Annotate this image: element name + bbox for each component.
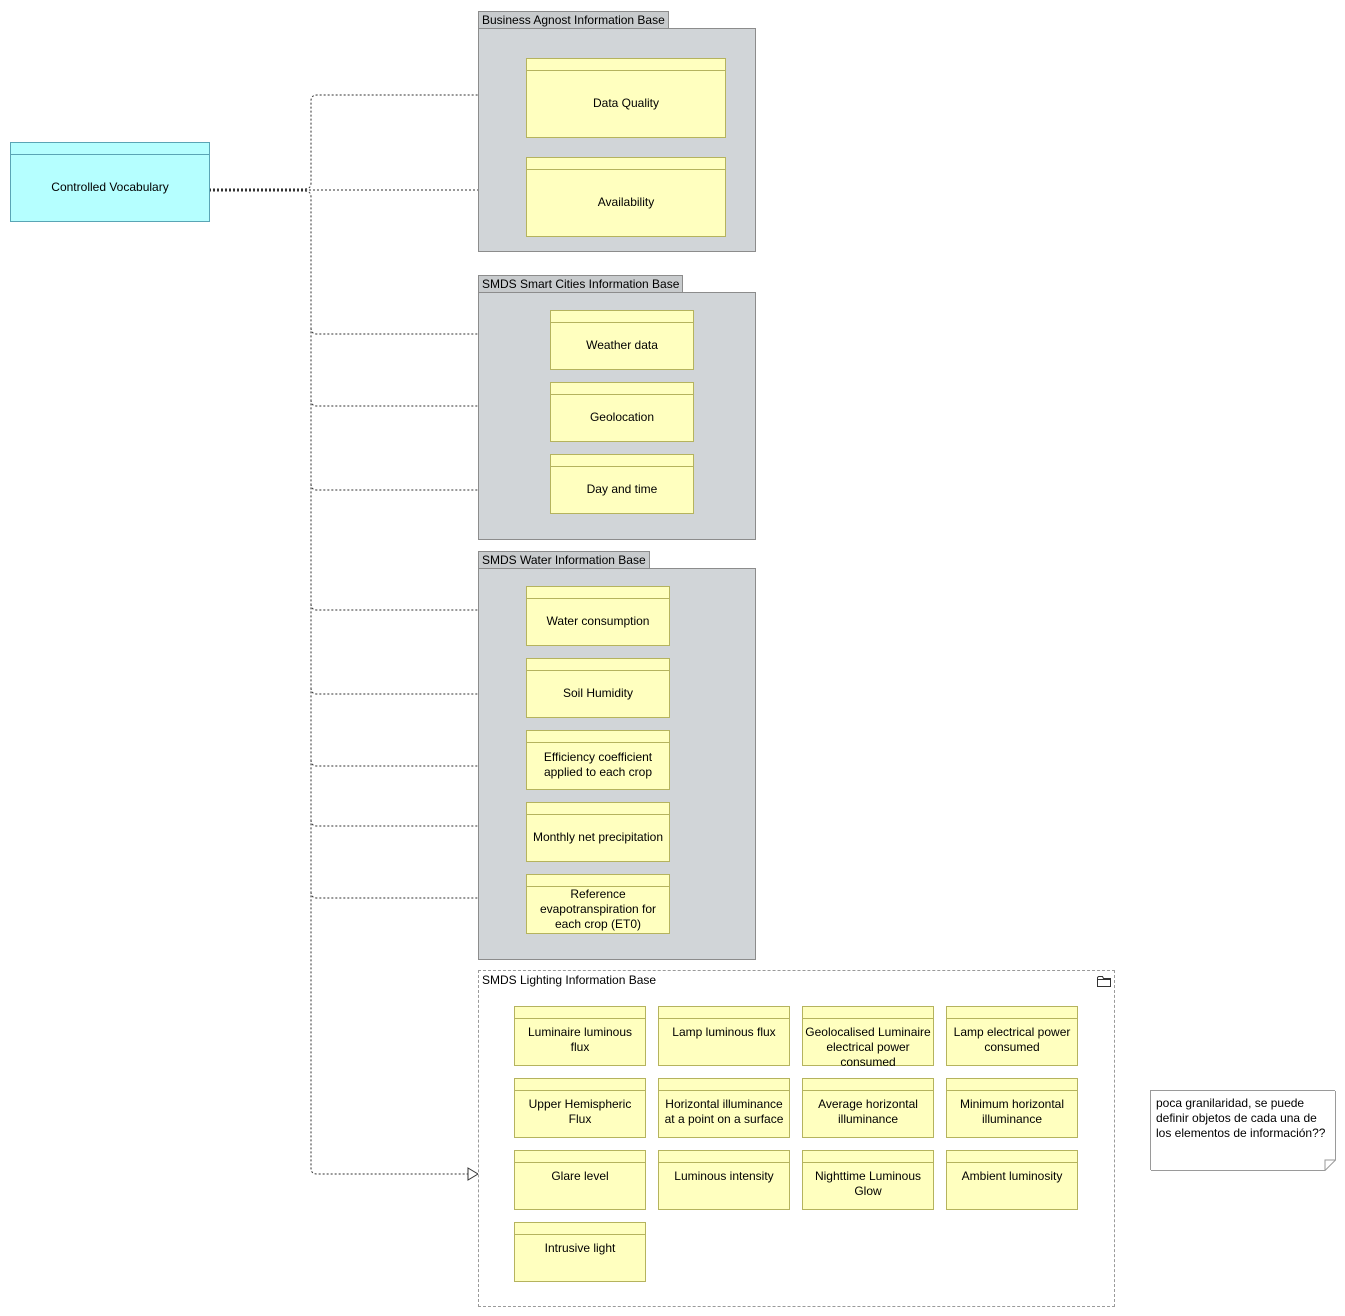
element-nighttime-luminous-glow[interactable]: Nighttime Luminous Glow	[802, 1150, 934, 1210]
element-label: Monthly net precipitation	[532, 829, 664, 844]
element-geolocation[interactable]: Geolocation	[550, 382, 694, 442]
element-lamp-luminous-flux[interactable]: Lamp luminous flux	[658, 1006, 790, 1066]
element-availability[interactable]: Availability	[526, 157, 726, 237]
element-lamp-electrical-power[interactable]: Lamp electrical power consumed	[946, 1006, 1078, 1066]
element-label: Upper Hemispheric Flux	[528, 1097, 632, 1126]
group-title-smart-cities: SMDS Smart Cities Information Base	[478, 275, 684, 293]
element-label: Nighttime Luminous Glow	[814, 1169, 922, 1198]
arrowhead-lighting	[467, 1167, 479, 1181]
group-title-water: SMDS Water Information Base	[478, 551, 650, 569]
element-label: Horizontal illuminance at a point on a s…	[664, 1097, 784, 1126]
element-label: Minimum horizontal illuminance	[959, 1097, 1065, 1126]
element-reference-evapotranspiration[interactable]: Reference evapotranspiration for each cr…	[526, 874, 670, 934]
group-title-lighting: SMDS Lighting Information Base	[482, 973, 657, 987]
folder-icon	[1097, 976, 1111, 987]
note[interactable]: poca granilaridad, se puede definir obje…	[1150, 1090, 1336, 1171]
note-text: poca granilaridad, se puede definir obje…	[1156, 1096, 1326, 1140]
element-label: Intrusive light	[544, 1241, 616, 1255]
element-minimum-horizontal-illuminance[interactable]: Minimum horizontal illuminance	[946, 1078, 1078, 1138]
element-average-horizontal-illuminance[interactable]: Average horizontal illuminance	[802, 1078, 934, 1138]
relationship-data-quality	[209, 94, 516, 190]
element-luminaire-luminous-flux[interactable]: Luminaire luminous flux	[514, 1006, 646, 1066]
element-luminous-intensity[interactable]: Luminous intensity	[658, 1150, 790, 1210]
element-ambient-luminosity[interactable]: Ambient luminosity	[946, 1150, 1078, 1210]
element-label: Efficiency coefficient applied to each c…	[543, 750, 653, 779]
element-efficiency-coefficient[interactable]: Efficiency coefficient applied to each c…	[526, 730, 670, 790]
element-label: Data Quality	[592, 95, 660, 110]
element-glare-level[interactable]: Glare level	[514, 1150, 646, 1210]
element-label: Ambient luminosity	[961, 1169, 1063, 1183]
element-label: Soil Humidity	[562, 685, 634, 700]
element-water-consumption[interactable]: Water consumption	[526, 586, 670, 646]
element-soil-humidity[interactable]: Soil Humidity	[526, 658, 670, 718]
element-label: Availability	[597, 194, 655, 209]
element-intrusive-light[interactable]: Intrusive light	[514, 1222, 646, 1282]
element-label: Controlled Vocabulary	[51, 179, 169, 194]
element-data-quality[interactable]: Data Quality	[526, 58, 726, 138]
element-label: Reference evapotranspiration for each cr…	[539, 886, 657, 931]
element-label: Lamp luminous flux	[672, 1025, 776, 1039]
element-label: Water consumption	[546, 613, 650, 628]
element-label: Day and time	[586, 481, 658, 496]
element-label: Lamp electrical power consumed	[953, 1025, 1071, 1054]
element-day-time[interactable]: Day and time	[550, 454, 694, 514]
relationship-trunk	[209, 190, 468, 1175]
element-weather-data[interactable]: Weather data	[550, 310, 694, 370]
element-upper-hemispheric-flux[interactable]: Upper Hemispheric Flux	[514, 1078, 646, 1138]
element-label: Geolocalised Luminaire electrical power …	[805, 1025, 931, 1069]
element-label: Weather data	[586, 337, 658, 352]
element-horizontal-illuminance-point[interactable]: Horizontal illuminance at a point on a s…	[658, 1078, 790, 1138]
controlled-vocabulary-element[interactable]: Controlled Vocabulary	[10, 142, 210, 222]
element-label: Glare level	[551, 1169, 609, 1183]
element-label: Luminaire luminous flux	[527, 1025, 633, 1054]
note-border	[1151, 1091, 1336, 1171]
element-label: Luminous intensity	[674, 1169, 774, 1183]
element-label: Geolocation	[589, 409, 655, 424]
element-geolocalised-luminaire-power[interactable]: Geolocalised Luminaire electrical power …	[802, 1006, 934, 1069]
element-label: Average horizontal illuminance	[818, 1097, 918, 1126]
element-monthly-precipitation[interactable]: Monthly net precipitation	[526, 802, 670, 862]
group-title-business: Business Agnost Information Base	[478, 11, 669, 29]
